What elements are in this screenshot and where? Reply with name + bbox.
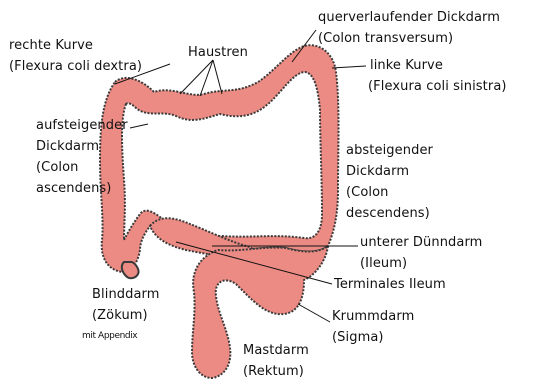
- label-ascendens-line4: ascendens): [36, 178, 128, 199]
- label-sigma-line2: (Sigma): [332, 327, 414, 348]
- label-descendens-line2: Dickdarm: [346, 161, 433, 182]
- label-zoekum-line2: (Zökum): [92, 305, 160, 326]
- label-ascendens-line1: aufsteigender: [36, 115, 128, 136]
- label-haustren: Haustren: [188, 42, 248, 63]
- label-descendens-line4: descendens): [346, 203, 433, 224]
- label-rektum-line2: (Rektum): [243, 361, 309, 382]
- label-flexura-sinistra: linke Kurve(Flexura coli sinistra): [368, 55, 507, 97]
- leader-flexura-sinistra: [332, 66, 366, 68]
- label-flexura-sinistra-line1: linke Kurve: [368, 55, 507, 76]
- appendix-shape: [122, 262, 139, 278]
- label-flexura-sinistra-line2: (Flexura coli sinistra): [368, 76, 507, 97]
- label-sigma-line1: Krummdarm: [332, 306, 414, 327]
- leader-haustren-3: [213, 60, 222, 94]
- label-ileum: unterer Dünndarm(Ileum): [360, 232, 482, 274]
- label-zoekum-line1: Blinddarm: [92, 284, 160, 305]
- leader-haustren-1: [180, 60, 213, 94]
- label-ascendens-line2: Dickdarm: [36, 136, 128, 157]
- label-flexura-dextra: rechte Kurve(Flexura coli dextra): [9, 35, 142, 77]
- label-transversum-line1: querverlaufender Dickdarm: [318, 7, 500, 28]
- leader-sigma: [298, 304, 330, 322]
- label-zoekum: Blinddarm(Zökum): [92, 284, 160, 326]
- label-ileum-line2: (Ileum): [360, 253, 482, 274]
- label-rektum-line1: Mastdarm: [243, 340, 309, 361]
- label-ascendens-line3: (Colon: [36, 157, 128, 178]
- label-ileum-line1: unterer Dünndarm: [360, 232, 482, 253]
- label-descendens-line1: absteigender: [346, 140, 433, 161]
- leader-haustren-2: [200, 60, 213, 96]
- label-flexura-dextra-line1: rechte Kurve: [9, 35, 142, 56]
- label-descendens-line3: (Colon: [346, 182, 433, 203]
- label-appendix: mit Appendix: [82, 331, 137, 341]
- label-transversum-line2: (Colon transversum): [318, 28, 500, 49]
- label-sigma: Krummdarm(Sigma): [332, 306, 414, 348]
- label-rektum: Mastdarm(Rektum): [243, 340, 309, 382]
- leader-ascendens: [130, 124, 148, 128]
- label-colon-transversum: querverlaufender Dickdarm(Colon transver…: [318, 7, 500, 49]
- label-terminales-ileum: Terminales Ileum: [334, 274, 446, 295]
- label-flexura-dextra-line2: (Flexura coli dextra): [9, 56, 142, 77]
